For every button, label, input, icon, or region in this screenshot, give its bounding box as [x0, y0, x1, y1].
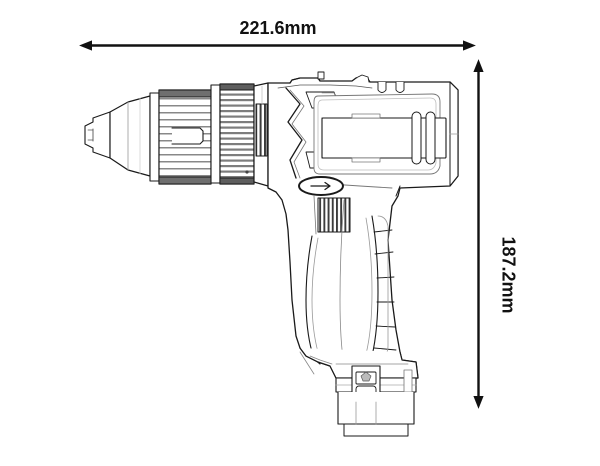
- drill-illustration: [84, 71, 459, 437]
- width-dimension-label: 221.6mm: [239, 18, 317, 38]
- height-dimension-label: 187.2mm: [498, 236, 519, 314]
- dimension-lines: [79, 40, 484, 409]
- chuck-nose: [109, 95, 151, 177]
- keyless-chuck: [149, 89, 212, 185]
- battery-mount: [299, 347, 419, 437]
- chuck-tip: [84, 111, 111, 159]
- direction-switch[interactable]: [298, 176, 344, 196]
- motor-housing: [267, 71, 459, 379]
- gear-housing: [253, 82, 269, 187]
- clutch-collar: [210, 83, 255, 185]
- trigger[interactable]: [313, 195, 351, 235]
